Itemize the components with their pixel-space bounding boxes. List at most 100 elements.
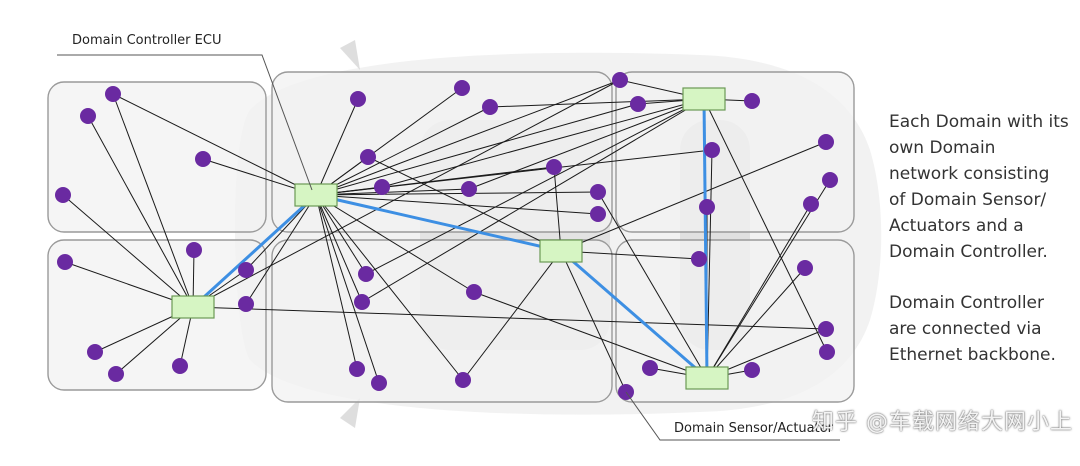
backbone-link [702, 98, 709, 379]
sensor-actuator-node [546, 159, 562, 175]
network-wire [553, 166, 562, 252]
network-wire [703, 98, 828, 353]
sensor-actuator-node [466, 284, 482, 300]
sensor-actuator-node [87, 344, 103, 360]
network-wire [315, 194, 464, 381]
sensor-actuator-node [819, 344, 835, 360]
sensor-actuator-node [371, 375, 387, 391]
ethernet-backbone [191, 98, 709, 380]
sensor-actuator-node [744, 362, 760, 378]
description-paragraph-2: Domain Controller are connected via Ethe… [889, 290, 1056, 368]
domain-controller-ecu [294, 183, 338, 207]
sensor-actuator-node [590, 184, 606, 200]
sensor-actuator-node [818, 134, 834, 150]
network-wire [706, 203, 812, 379]
network-wire [706, 267, 806, 379]
description-line: are connected via [889, 319, 1042, 339]
domain-zone [47, 81, 267, 233]
network-wire [315, 194, 367, 275]
network-wire [315, 98, 359, 196]
sensor-actuator-node [108, 366, 124, 382]
sensor-actuator-node [630, 96, 646, 112]
watermark: 知乎 @车载网络大网小上 [812, 410, 1073, 435]
network-wire [468, 98, 705, 190]
sensor-actuator-nodes [55, 72, 838, 400]
description-paragraph-1: Each Domain with its own Domain network … [889, 109, 1069, 265]
sensor-actuator-node [354, 294, 370, 310]
backbone-link [315, 193, 562, 253]
ecu-callout-label: Domain Controller ECU [72, 33, 222, 48]
description-line: network consisting [889, 164, 1050, 184]
network-wire [315, 188, 470, 196]
network-wire [315, 194, 363, 303]
domain-zone [615, 71, 855, 233]
sensor-actuator-node [744, 93, 760, 109]
description-line: own Domain [889, 138, 996, 158]
sensor-actuator-node [797, 260, 813, 276]
sensor-actuator-node [80, 108, 96, 124]
sensor-actuator-node [358, 266, 374, 282]
description-line: Domain Controller. [889, 242, 1048, 262]
sensor-actuator-node [349, 361, 365, 377]
network-wire [489, 98, 705, 108]
description-line: Each Domain with its [889, 112, 1069, 132]
sensor-actuator-node [455, 372, 471, 388]
domain-zones [47, 71, 855, 403]
network-wire [112, 93, 317, 196]
network-wire [315, 194, 380, 384]
network-wire [365, 98, 705, 275]
sensor-actuator-node [454, 80, 470, 96]
sensor-actuator-node [803, 196, 819, 212]
sensor-actuator-node [57, 254, 73, 270]
network-wire [315, 194, 475, 293]
sensor-actuator-node [699, 199, 715, 215]
domain-zone [47, 239, 267, 391]
network-wire [462, 250, 562, 381]
sensor-actuator-node [238, 296, 254, 312]
network-wire [361, 98, 705, 303]
network-wire [87, 115, 194, 308]
network-wire [315, 194, 599, 215]
domain-zone [271, 239, 613, 403]
network-wire [315, 106, 491, 196]
network-wire [62, 194, 194, 308]
sensor-actuator-node [590, 206, 606, 222]
sensor-actuator-node [360, 149, 376, 165]
sensor-actuator-node [642, 360, 658, 376]
description-line: Domain Controller [889, 293, 1044, 313]
sensor-actuator-node [186, 242, 202, 258]
network-wire [315, 194, 358, 370]
backbone-link [191, 193, 318, 309]
network-wire [560, 250, 700, 260]
domain-zone [615, 239, 855, 403]
network-wire [245, 194, 317, 305]
description-line: Ethernet backbone. [889, 345, 1056, 365]
sensor-actuator-node [350, 91, 366, 107]
domain-zone [271, 71, 613, 233]
network-wire [597, 191, 708, 379]
sensor-actuator-node [818, 321, 834, 337]
sensor-actuator-node [704, 142, 720, 158]
domain-controllers [171, 87, 729, 390]
domain-controller-ecu [171, 295, 215, 319]
sensor-actuator-node [482, 99, 498, 115]
network-wire [192, 79, 621, 308]
network-wire [560, 141, 827, 252]
network-wire [315, 79, 621, 196]
description-line: of Domain Sensor/ [889, 190, 1047, 210]
domain-controller-ecu [539, 239, 583, 263]
sensor-actuator-node [612, 72, 628, 88]
sensor-actuator-node [105, 86, 121, 102]
sensor-callout-leader [625, 391, 840, 441]
backbone-link [560, 249, 708, 380]
network-wire [315, 103, 639, 196]
sensor-actuator-node [195, 151, 211, 167]
network-wire [112, 93, 194, 308]
sensor-actuator-node [55, 187, 71, 203]
description-line: Actuators and a [889, 216, 1024, 236]
domain-controller-ecu [682, 87, 726, 111]
sensor-actuator-node [238, 262, 254, 278]
sensor-callout-label: Domain Sensor/Actuator [674, 421, 834, 436]
network-wire [473, 291, 708, 379]
